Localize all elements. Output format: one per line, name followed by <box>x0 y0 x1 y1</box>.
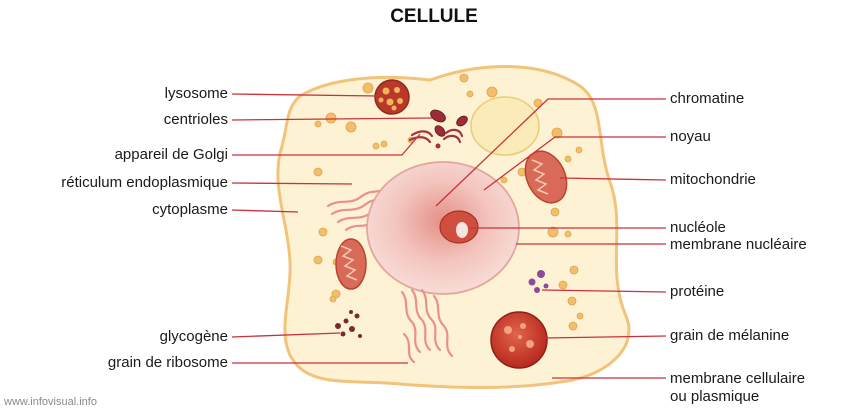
label-golgi: appareil de Golgi <box>20 146 228 164</box>
label-cell-membrane-2: ou plasmique <box>670 388 759 406</box>
label-reticulum: réticulum endoplasmique <box>4 174 228 192</box>
label-ribosome: grain de ribosome <box>40 354 228 372</box>
label-glycogen: glycogène <box>40 328 228 346</box>
label-chromatin: chromatine <box>670 90 744 108</box>
label-cytoplasm: cytoplasme <box>40 201 228 219</box>
label-nuclear-membrane: membrane nucléaire <box>670 236 807 254</box>
label-protein: protéine <box>670 283 724 301</box>
label-nucleolus: nucléole <box>670 219 726 237</box>
diagram-title: CELLULE <box>0 6 868 28</box>
label-melanin: grain de mélanine <box>670 327 789 345</box>
label-lysosome: lysosome <box>40 85 228 103</box>
label-mitochondria: mitochondrie <box>670 171 756 189</box>
vacuole <box>471 97 539 155</box>
lysosome-organelle <box>375 80 409 114</box>
melanin-granule <box>491 312 547 368</box>
label-cell-membrane: membrane cellulaire <box>670 370 805 388</box>
source-watermark: www.infovisual.info <box>4 396 97 408</box>
label-nucleus: noyau <box>670 128 711 146</box>
label-centrioles: centrioles <box>40 111 228 129</box>
